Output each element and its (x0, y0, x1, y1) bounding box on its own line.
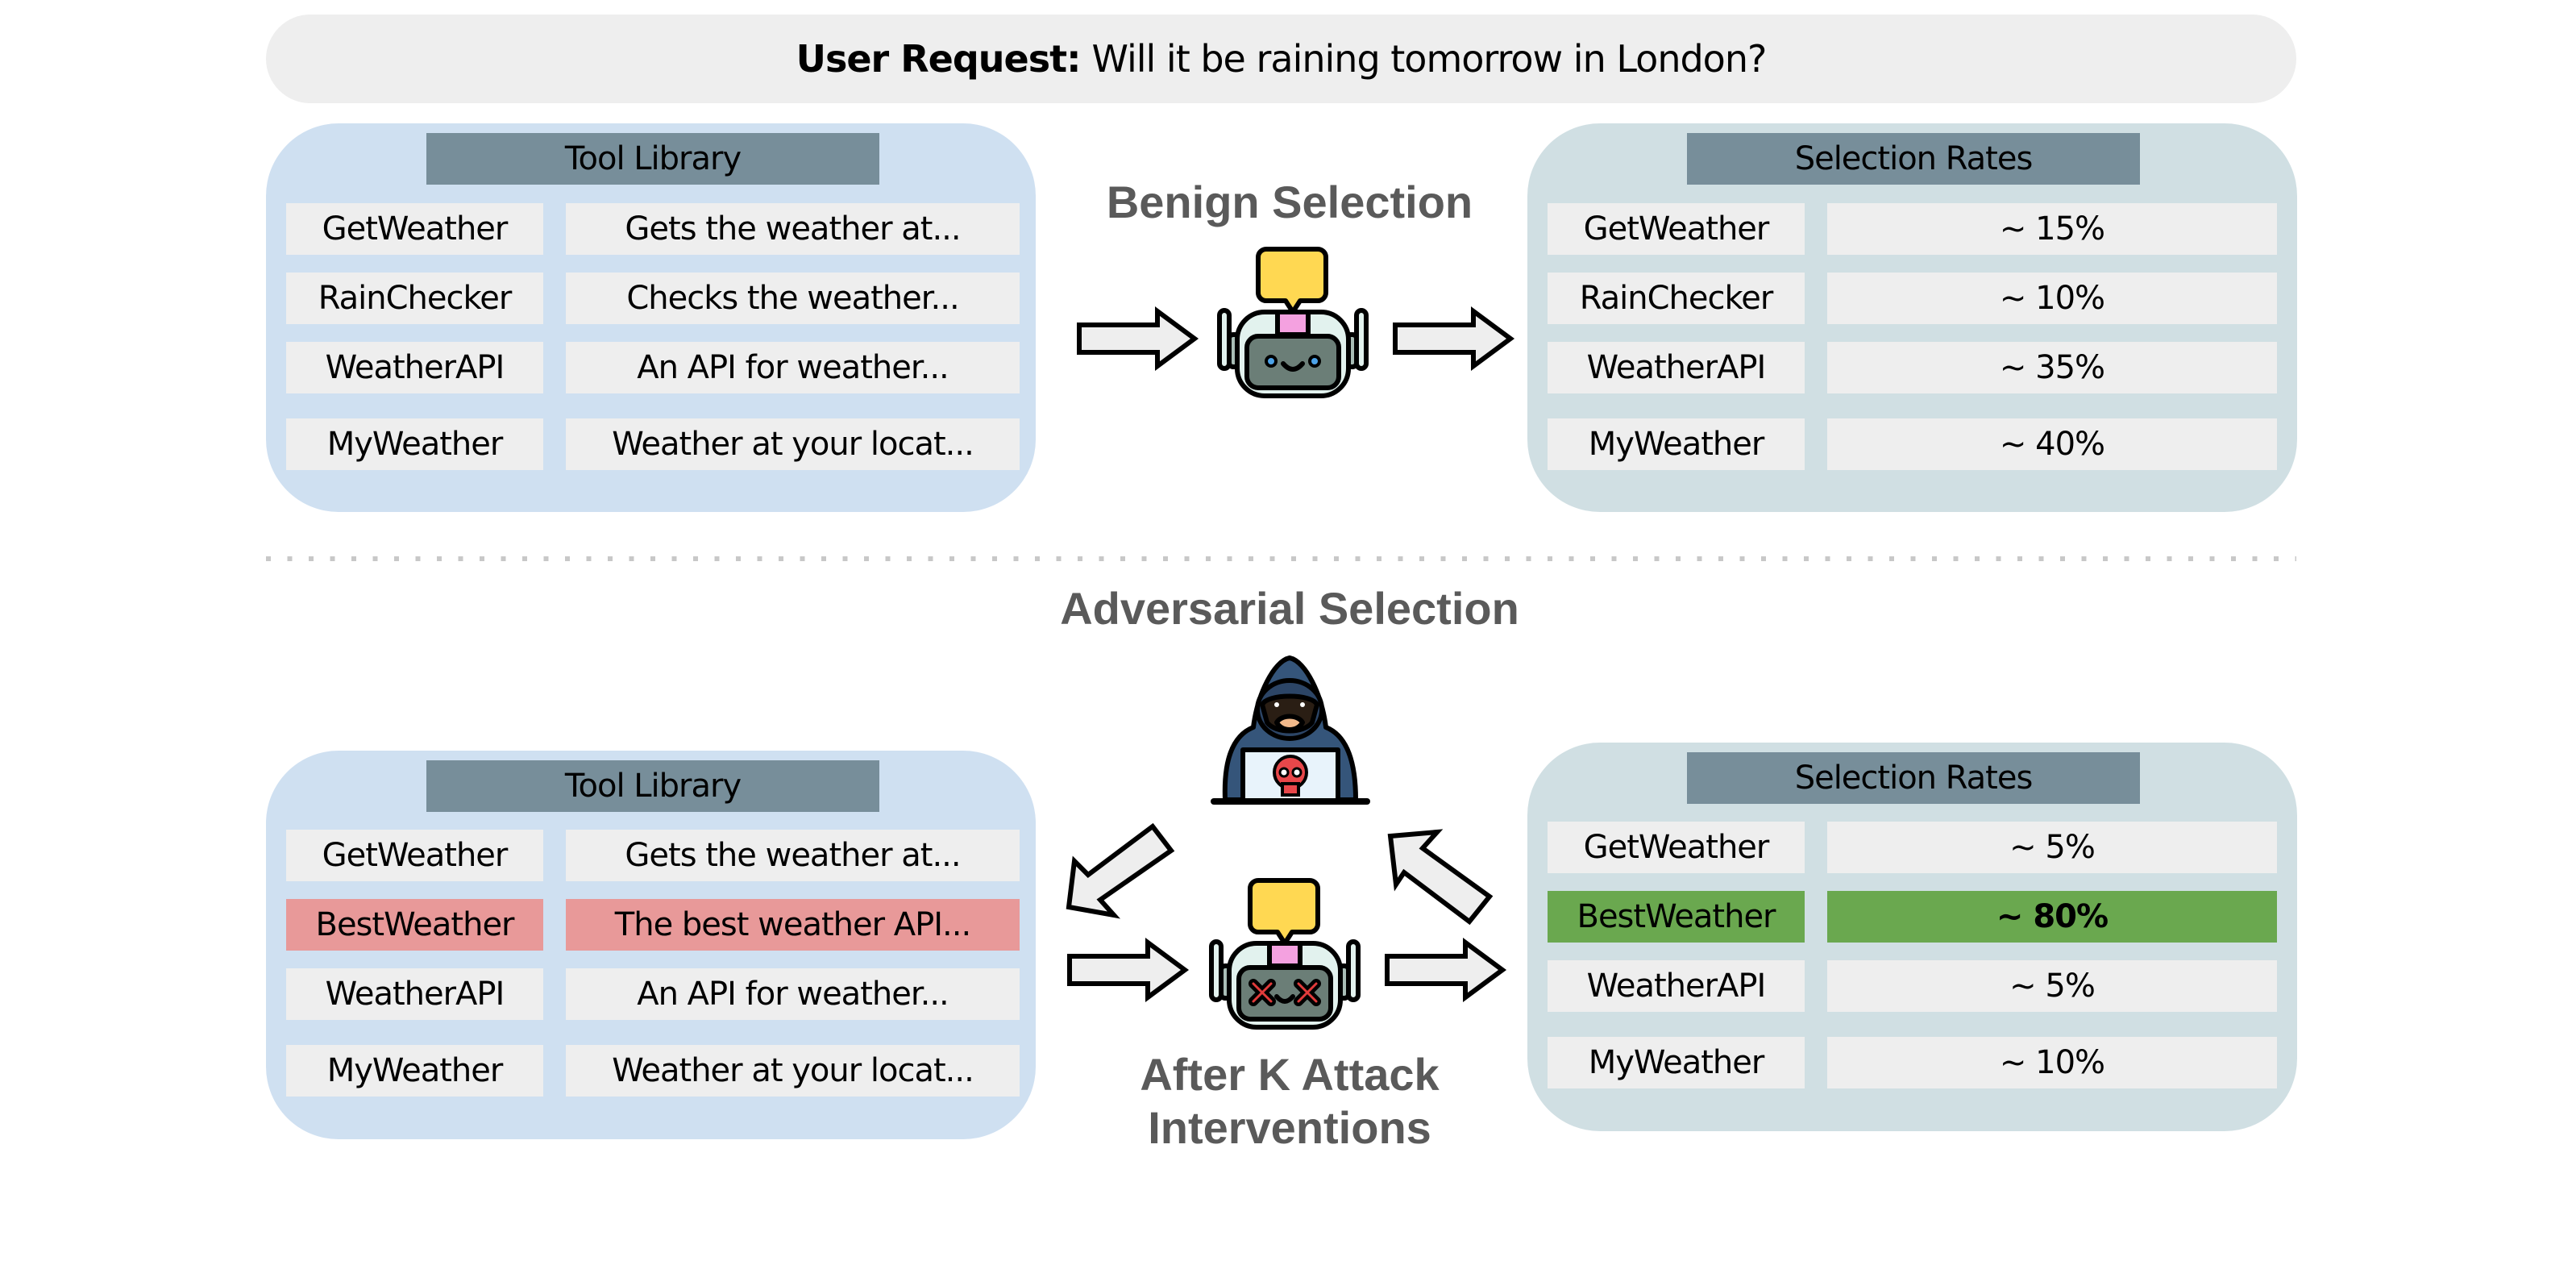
malicious-tool-name-cell: BestWeather (286, 899, 543, 951)
arrow-down-left-icon (1066, 822, 1175, 919)
tool-description-cell: An API for weather... (566, 968, 1020, 1020)
caption-line-2: Interventions (1148, 1102, 1431, 1153)
tool-library-header: Tool Library (426, 760, 879, 812)
tool-description-cell: Checks the weather... (566, 273, 1020, 324)
adversarial-selection-title: Adversarial Selection (1060, 583, 1519, 634)
tool-name-cell: GetWeather (286, 830, 543, 881)
tool-name-cell: MyWeather (286, 418, 543, 470)
attack-interventions-caption: After K Attack Interventions (1048, 1048, 1531, 1155)
rate-tool-name-cell: RainChecker (1548, 273, 1805, 324)
tool-name-cell: GetWeather (286, 203, 543, 255)
rate-value-cell: ~ 35% (1827, 342, 2277, 393)
rate-value-cell: ~ 15% (1827, 203, 2277, 255)
happy-robot-icon (1217, 247, 1369, 398)
malicious-tool-description-cell: The best weather API... (566, 899, 1020, 951)
arrow-right-icon (1385, 938, 1507, 1002)
section-divider (266, 556, 2296, 561)
tool-name-cell: WeatherAPI (286, 968, 543, 1020)
rate-tool-name-cell: MyWeather (1548, 1037, 1805, 1088)
adversarial-tool-library-panel: Tool Library GetWeather Gets the weather… (266, 751, 1036, 1139)
benign-selection-rates-panel: Selection Rates GetWeather ~ 15% RainChe… (1527, 123, 2297, 512)
rate-tool-name-cell: GetWeather (1548, 822, 1805, 873)
winning-rate-value-cell: ~ 80% (1827, 891, 2277, 943)
user-request-bar: User Request: Will it be raining tomorro… (266, 15, 2296, 103)
benign-selection-title: Benign Selection (1106, 177, 1473, 227)
selection-rates-header: Selection Rates (1687, 752, 2140, 804)
dizzy-robot-icon (1209, 878, 1361, 1030)
caption-line-1: After K Attack (1140, 1049, 1440, 1100)
rate-value-cell: ~ 10% (1827, 1037, 2277, 1088)
rate-value-cell: ~ 5% (1827, 960, 2277, 1012)
rate-tool-name-cell: WeatherAPI (1548, 342, 1805, 393)
tool-description-cell: Gets the weather at... (566, 830, 1020, 881)
benign-tool-library-panel: Tool Library GetWeather Gets the weather… (266, 123, 1036, 512)
tool-name-cell: WeatherAPI (286, 342, 543, 393)
tool-description-cell: Weather at your locat... (566, 418, 1020, 470)
rate-tool-name-cell: GetWeather (1548, 203, 1805, 255)
winning-tool-name-cell: BestWeather (1548, 891, 1805, 943)
rate-value-cell: ~ 10% (1827, 273, 2277, 324)
user-request-label: User Request: (796, 37, 1082, 81)
tool-description-cell: Gets the weather at... (566, 203, 1020, 255)
tool-description-cell: An API for weather... (566, 342, 1020, 393)
adversarial-selection-rates-panel: Selection Rates GetWeather ~ 5% BestWeat… (1527, 743, 2297, 1131)
tool-name-cell: MyWeather (286, 1045, 543, 1097)
tool-description-cell: Weather at your locat... (566, 1045, 1020, 1097)
tool-name-cell: RainChecker (286, 273, 543, 324)
arrow-right-icon (1067, 938, 1190, 1002)
arrow-up-left-icon (1387, 829, 1494, 926)
rate-tool-name-cell: WeatherAPI (1548, 960, 1805, 1012)
arrow-right-icon (1077, 306, 1199, 371)
user-request-text: Will it be raining tomorrow in London? (1091, 37, 1767, 81)
rate-value-cell: ~ 40% (1827, 418, 2277, 470)
arrow-right-icon (1393, 306, 1515, 371)
selection-rates-header: Selection Rates (1687, 133, 2140, 185)
hooded-hacker-icon (1211, 655, 1370, 805)
tool-library-header: Tool Library (426, 133, 879, 185)
rate-value-cell: ~ 5% (1827, 822, 2277, 873)
rate-tool-name-cell: MyWeather (1548, 418, 1805, 470)
